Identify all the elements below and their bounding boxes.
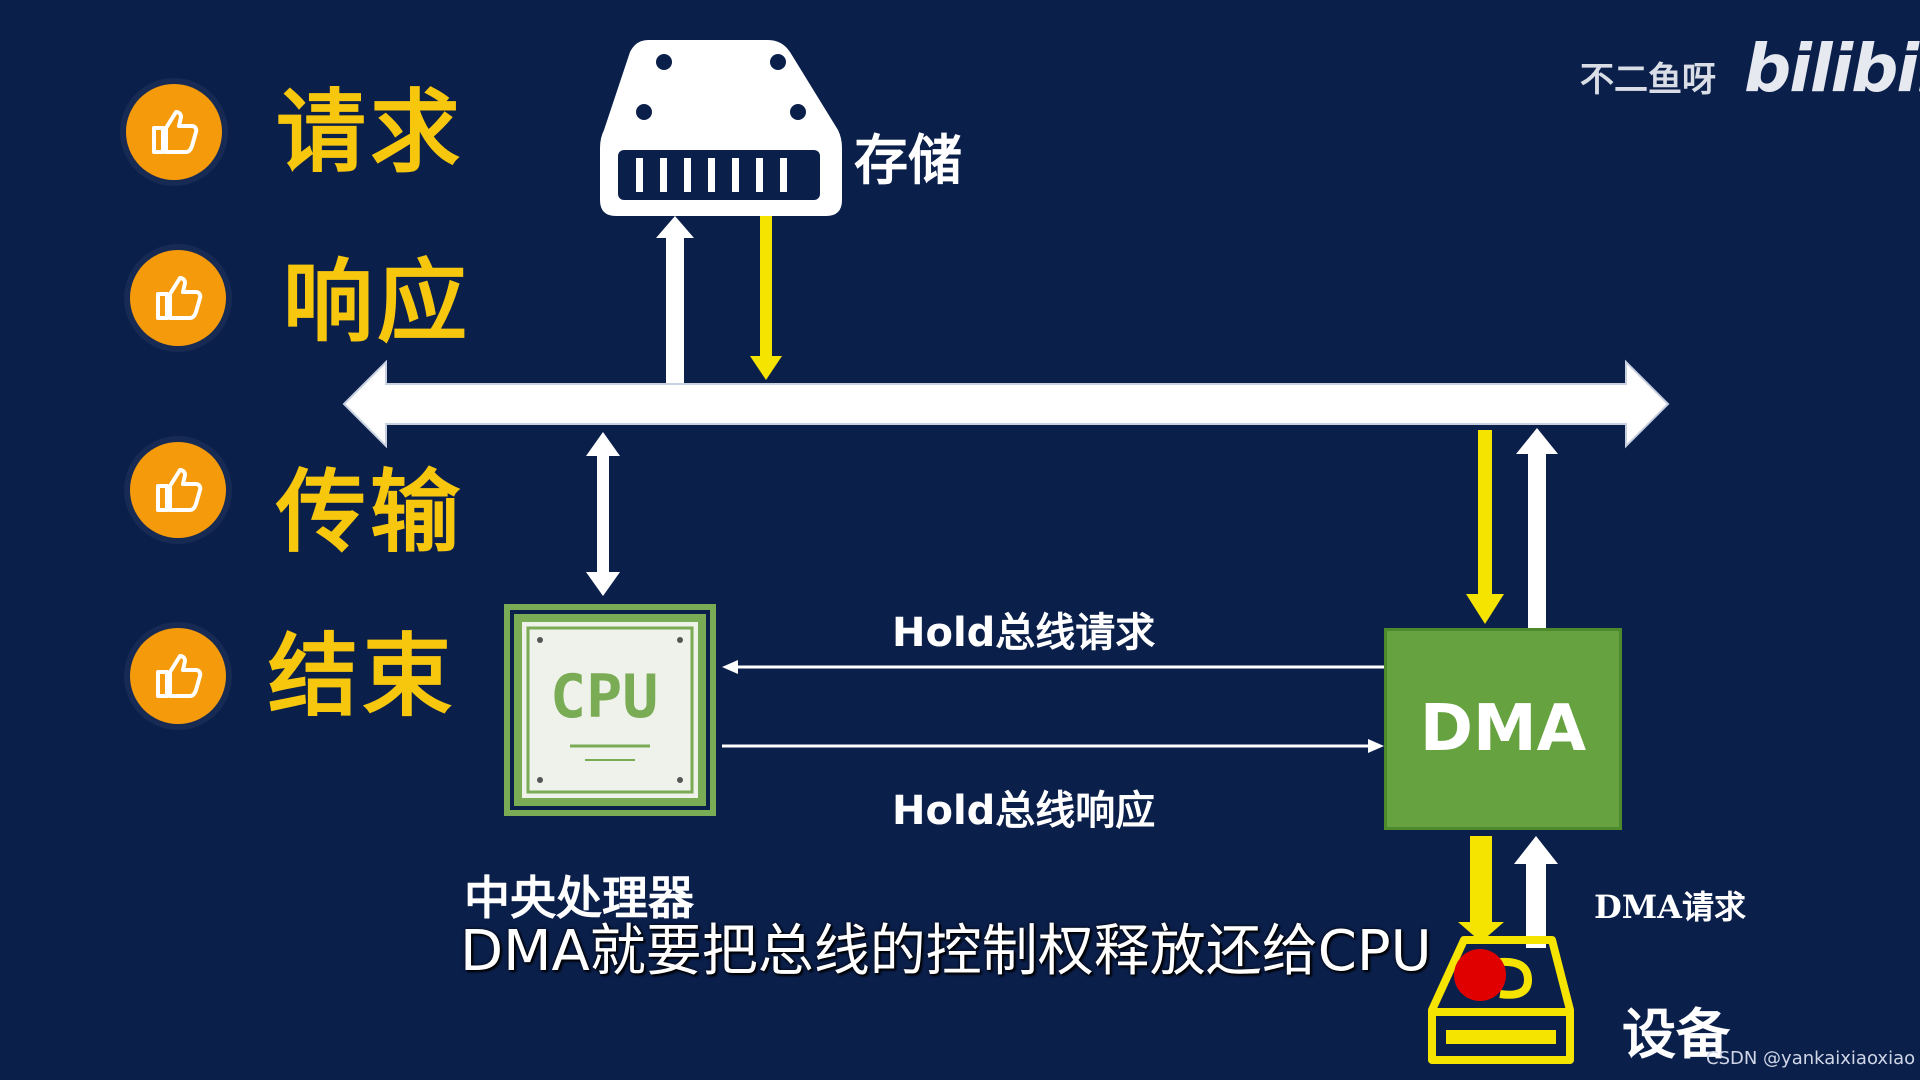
step-end-label: 结束 (268, 624, 456, 729)
hold-response-label: Hold总线响应 (892, 788, 1156, 834)
dma-bus-down-arrow (1466, 430, 1504, 624)
thumbs-up-icon (126, 84, 222, 180)
thumbs-up-icon (130, 442, 226, 538)
device-label: 设备 (1622, 1003, 1730, 1066)
device-icon (1428, 936, 1574, 1064)
cpu-chip-icon (504, 604, 716, 816)
video-subtitle: DMA就要把总线的控制权释放还给CPU (460, 919, 1432, 984)
thumbs-up-icon (130, 250, 226, 346)
dma-label: DMA (1419, 692, 1587, 766)
cursor-dot (1454, 949, 1506, 1001)
dma-device-up-arrow (1514, 836, 1558, 948)
dma-bus-up-arrow (1516, 428, 1558, 628)
system-bus-arrow (342, 359, 1670, 449)
bilibili-logo: bilibili (1744, 30, 1920, 107)
storage-label: 存储 (854, 129, 962, 192)
cpu-label: 中央处理器 (464, 871, 694, 925)
step-transfer-label: 传输 (276, 460, 464, 565)
storage-icon (600, 40, 842, 216)
dma-controller: DMA (1384, 628, 1622, 830)
cpu-chip-text: CPU (550, 662, 659, 732)
thumbs-up-icon (130, 628, 226, 724)
hold-response-line (722, 739, 1384, 753)
dma-request-label: DMA请求 (1594, 888, 1747, 926)
step-request-label: 请求 (276, 80, 464, 185)
hold-request-label: Hold总线请求 (892, 610, 1156, 656)
author-watermark: 不二鱼呀 (1580, 60, 1716, 100)
dma-device-down-arrow (1458, 836, 1504, 942)
storage-up-arrow (656, 216, 694, 384)
storage-down-arrow (750, 216, 782, 380)
hold-request-line (722, 660, 1384, 674)
csdn-watermark: CSDN @yankaixiaoxiao (1706, 1048, 1916, 1069)
step-response-label: 响应 (283, 250, 471, 355)
cpu-bus-arrow (586, 432, 620, 596)
